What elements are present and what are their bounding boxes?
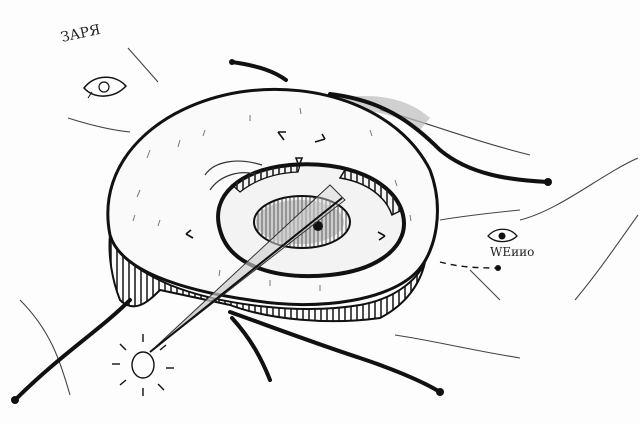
viewpoint-dot — [495, 265, 501, 271]
paths — [13, 60, 550, 402]
sun-icon — [112, 334, 174, 396]
sun-ray-line — [149, 197, 343, 353]
right-label: WEиио — [490, 245, 534, 259]
path-end — [229, 59, 235, 65]
light-cone — [149, 184, 346, 353]
path-end — [544, 178, 552, 186]
arrow-icon — [185, 131, 386, 241]
eye-icon — [487, 228, 518, 243]
path-end — [11, 396, 19, 404]
dashed-link — [439, 261, 499, 269]
path-end — [436, 388, 444, 396]
eye-icon — [83, 76, 128, 99]
top-left-label: ЗАРЯ — [60, 22, 103, 46]
outer-wall — [108, 234, 426, 323]
inner-ring-wall — [338, 169, 403, 217]
scribble — [204, 160, 263, 191]
